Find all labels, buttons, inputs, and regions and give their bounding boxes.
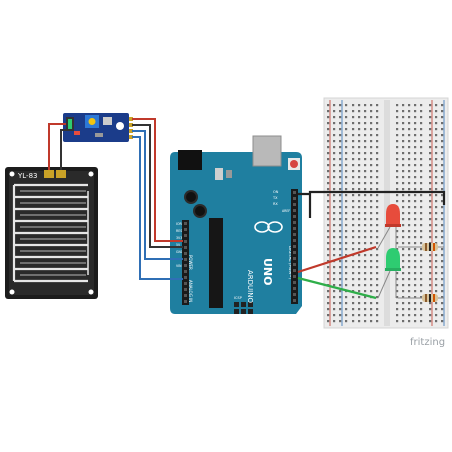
icsp-label: ICSP	[234, 296, 242, 300]
pin-label-3v3: 3V3	[176, 236, 182, 240]
power-header-label: POWER	[188, 255, 193, 270]
microcontroller-chip	[209, 218, 223, 308]
breadboard-holes	[327, 104, 444, 323]
rain-sensor-plate: YL-83	[5, 167, 98, 299]
arduino-brand: ARDUINO	[246, 270, 254, 303]
pin-label-ioref: IOREF	[176, 222, 186, 226]
wire-gnd	[132, 124, 183, 248]
tx-led-label: TX	[272, 196, 278, 200]
wire-analog-out	[132, 136, 183, 280]
wire-ground-rail	[298, 190, 446, 218]
resistor-2	[398, 294, 444, 302]
arduino-model: UNO	[261, 258, 274, 286]
on-led-label: ON	[273, 190, 279, 194]
power-jack	[178, 150, 202, 170]
sensor-plate-label: YL-83	[17, 172, 38, 180]
pin-label-5v: 5V	[176, 243, 181, 247]
red-led	[377, 204, 401, 262]
pin-label-gnd: GND	[176, 250, 184, 254]
pin-label-vin: VIN	[176, 264, 182, 268]
wire-green-led	[297, 276, 377, 300]
analog-header-label: ANALOG IN	[188, 280, 193, 302]
usb-port	[252, 135, 282, 167]
digital-header-label: DIGITAL (PWM~)	[288, 246, 293, 280]
sensor-traces	[12, 183, 89, 283]
pin-label-aref: AREF	[282, 209, 290, 213]
wire-red-led	[297, 245, 377, 274]
rx-led-label: RX	[273, 202, 278, 206]
pin-label-reset: RESET	[176, 229, 186, 233]
wire-vcc	[132, 118, 183, 242]
wire-digital-out	[132, 130, 183, 260]
arduino-logo	[254, 221, 283, 233]
green-led	[377, 248, 401, 299]
breadboard	[323, 97, 449, 329]
reset-button	[290, 160, 298, 168]
arduino-uno-board: ARDUINO UNO DIGITAL (PWM~) POWER ANALOG …	[170, 135, 302, 314]
fritzing-watermark: fritzing	[410, 337, 445, 348]
arduino-to-breadboard-wires	[297, 190, 446, 300]
module-to-arduino-wires	[132, 118, 183, 280]
sensor-to-module-wires	[48, 123, 66, 170]
resistor-1	[398, 243, 444, 251]
sensor-module	[63, 113, 133, 142]
right-pin-header	[291, 189, 298, 304]
left-pin-header	[182, 220, 189, 305]
